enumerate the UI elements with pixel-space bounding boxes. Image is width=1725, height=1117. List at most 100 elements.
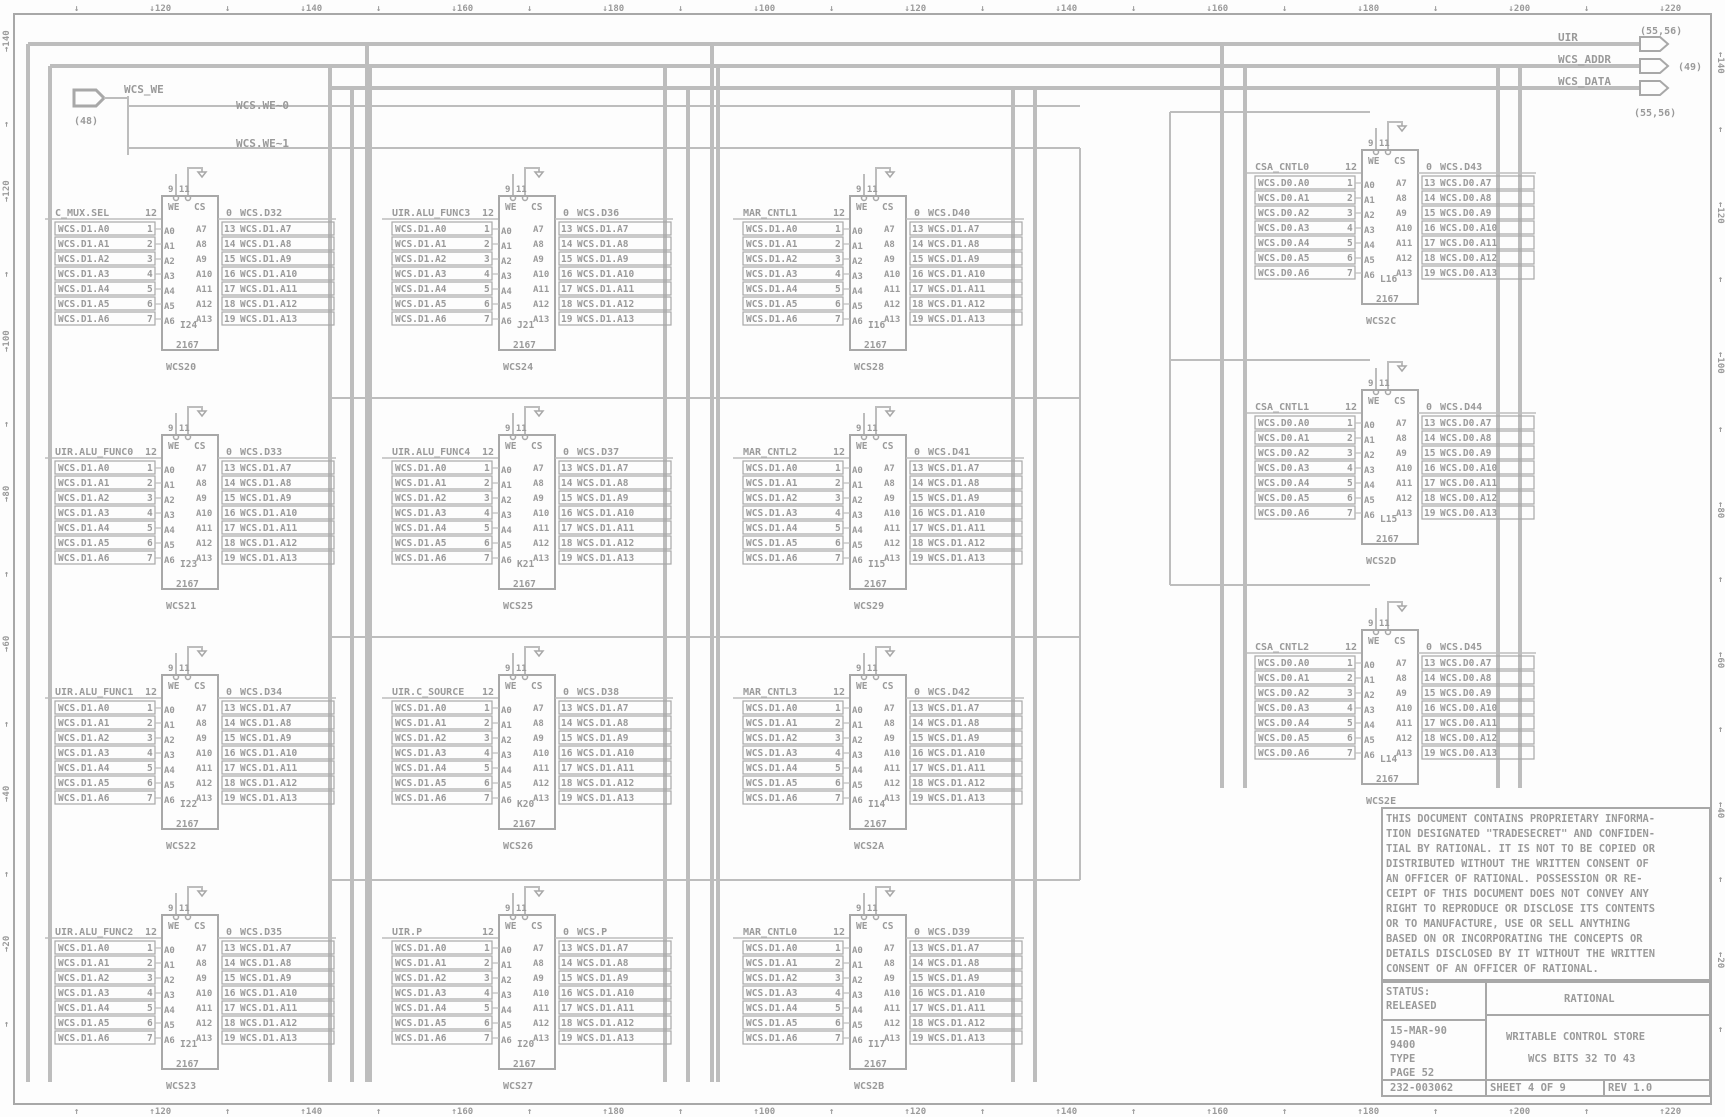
chip-output-label: WCS.D37 [577, 447, 619, 458]
chip-input-pin-number: 4 [484, 269, 490, 280]
chip-input-pin-number: 5 [484, 523, 490, 534]
chip-output-pin-number: 14 [1424, 193, 1436, 204]
chip-output-signal: WCS.D0.A13 [1440, 268, 1497, 279]
chip-high-pin: A9 [1396, 209, 1407, 219]
chip-output-signal: WCS.D1.A10 [928, 508, 985, 519]
chip-address-pin: A3 [852, 511, 863, 521]
notice-line: THIS DOCUMENT CONTAINS PROPRIETARY INFOR… [1386, 813, 1655, 825]
chip-address-pin: A0 [852, 946, 863, 956]
chip-output-signal: WCS.D1.A12 [928, 1018, 985, 1029]
chip-output-pin-number: 17 [224, 1003, 235, 1014]
chip-address-pin: A5 [852, 302, 863, 312]
chip-cs-pin: CS [1394, 636, 1406, 647]
chip-address-pin: A2 [164, 976, 175, 986]
uir-connector [1639, 36, 1670, 52]
chip-high-pin: A11 [196, 764, 212, 774]
chip-input-signal: WCS.D1.A2 [58, 973, 109, 984]
chip-reference: I17 [868, 1039, 885, 1050]
chip-input-signal: WCS.D1.A3 [58, 988, 110, 999]
chip-high-pin: A7 [196, 944, 207, 954]
chip-we-pin: WE [505, 921, 517, 932]
ruler-tick-bottom: ↑ [1584, 1107, 1589, 1117]
chip-high-pin: A10 [884, 749, 900, 759]
chip-output-signal: WCS.D0.A12 [1440, 733, 1497, 744]
chip-input-pin-number: 1 [835, 463, 841, 474]
ruler-tick-bottom: ↑ [376, 1107, 381, 1117]
chip-input-signal: WCS.D0.A2 [1258, 208, 1309, 219]
chip-output-signal: WCS.D1.A13 [577, 793, 634, 804]
chip-address-pin: A1 [852, 481, 863, 491]
chip-we-pin: WE [505, 441, 517, 452]
chip-high-pin: A7 [533, 704, 544, 714]
chip-output-pin-number: 15 [1424, 208, 1436, 219]
ruler-tick-left: →140 [2, 30, 12, 52]
chip-input-pin-number: 4 [1347, 463, 1353, 474]
chip-name: WCS22 [166, 841, 196, 852]
chip-we-pin: WE [168, 202, 180, 213]
chip-input-pin-number: 1 [484, 703, 490, 714]
wcs-we-0-label: WCS.WE~0 [236, 99, 289, 112]
chip-high-pin: A8 [884, 240, 895, 250]
chip-address-pin: A6 [164, 317, 175, 327]
chip-input-pin-number: 6 [835, 299, 841, 310]
chip-top-pins: 9 11 [505, 904, 527, 914]
chip-input-signal: WCS.D1.A4 [395, 763, 447, 774]
chip-high-pin: A8 [196, 719, 207, 729]
chip-address-pin: A0 [164, 227, 175, 237]
company-name: RATIONAL [1564, 993, 1615, 1005]
chip-output-signal: WCS.D1.A8 [240, 239, 292, 250]
chip-input-pin-number: 2 [1347, 433, 1353, 444]
ruler-tick-top: ↓120 [150, 4, 172, 14]
chip-name: WCS26 [503, 841, 533, 852]
ruler-tick-right: ← [1715, 877, 1725, 883]
chip-input-signal: WCS.D1.A6 [395, 314, 447, 325]
chip-input-signal: WCS.D1.A5 [395, 1018, 447, 1029]
chip-output-pin-number: 18 [561, 299, 573, 310]
chip-input-pin-number: 7 [147, 553, 153, 564]
chip-input-signal: WCS.D1.A1 [746, 239, 798, 250]
chip-name: WCS2A [854, 841, 884, 852]
chip-part-number: 2167 [1376, 774, 1399, 785]
chip-high-pin: A12 [1396, 734, 1412, 744]
chip-input-pin-number: 3 [1347, 688, 1353, 699]
chip-high-pin: A13 [196, 1034, 212, 1044]
chip-output-signal: WCS.D1.A11 [577, 1003, 634, 1014]
chip-control-pin: 12 [833, 447, 845, 458]
chip-input-pin-number: 3 [147, 733, 153, 744]
ruler-tick-top: ↓ [829, 4, 834, 14]
chip-input-signal: WCS.D0.A3 [1258, 463, 1310, 474]
chip-output-pin-number: 19 [1424, 508, 1436, 519]
chip-control-label: CSA_CNTL0 [1255, 162, 1309, 173]
chip-high-pin: A7 [1396, 179, 1407, 189]
chip-name: WCS28 [854, 362, 884, 373]
chip-part-number: 2167 [513, 579, 536, 590]
chip-address-pin: A6 [1364, 751, 1375, 761]
chip-address-pin: A0 [1364, 181, 1375, 191]
chip-input-pin-number: 6 [835, 778, 841, 789]
chip-input-pin-number: 5 [484, 1003, 490, 1014]
chip-output-signal: WCS.D1.A10 [240, 269, 297, 280]
chip-input-pin-number: 5 [835, 523, 841, 534]
wcs-data-connector [1639, 80, 1670, 96]
chip-input-pin-number: 5 [147, 523, 153, 534]
ruler-tick-top: ↓ [527, 4, 532, 14]
chip-high-pin: A10 [884, 509, 900, 519]
chip-cs-pin: CS [882, 202, 894, 213]
chip-input-signal: WCS.D1.A6 [58, 1033, 110, 1044]
chip-output-label: WCS.D33 [240, 447, 282, 458]
chip-input-pin-number: 6 [147, 299, 153, 310]
chip-input-pin-number: 1 [835, 224, 841, 235]
chip-input-pin-number: 2 [1347, 193, 1353, 204]
chip-output-pin-number: 13 [224, 943, 236, 954]
chip-high-pin: A9 [196, 494, 207, 504]
chip-address-pin: A6 [164, 796, 175, 806]
chip-output-pin-number: 16 [224, 988, 236, 999]
chip-address-pin: A6 [501, 1036, 512, 1046]
chip-output-signal: WCS.D0.A7 [1440, 658, 1491, 669]
chip-high-pin: A10 [884, 989, 900, 999]
chip-output-pin-number: 17 [561, 523, 572, 534]
notice-line: BASED ON OR INCORPORATING THE CONCEPTS O… [1386, 933, 1643, 945]
ruler-tick-right: ← [1715, 277, 1725, 283]
chip-output-signal: WCS.D1.A7 [577, 943, 628, 954]
chip-output-pin-number: 18 [1424, 733, 1436, 744]
